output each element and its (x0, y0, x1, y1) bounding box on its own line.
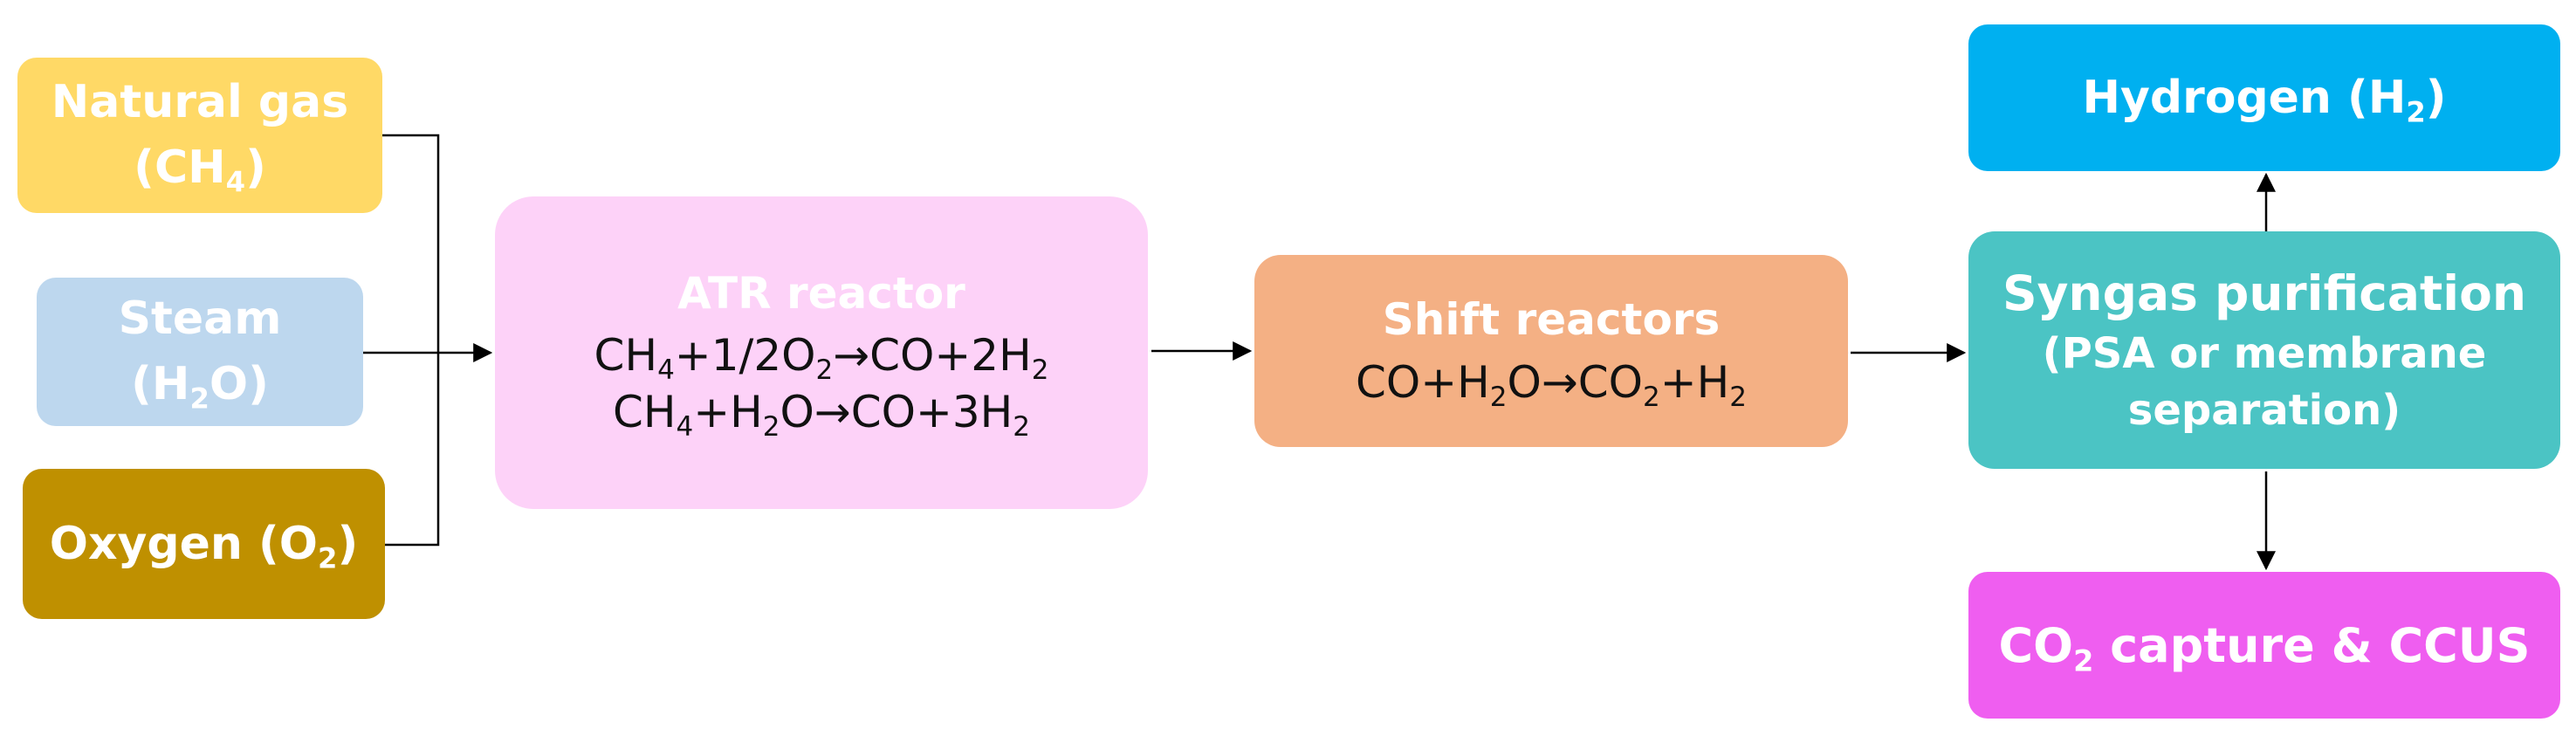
atr-equation-2: CH4+H2O→CO+3H2 (612, 386, 1031, 443)
atr-equation-1: CH4+1/2O2→CO+2H2 (594, 329, 1049, 386)
syngas-purification-method: (PSA or membrane (2042, 329, 2487, 379)
atr-reactor-box: ATR reactor CH4+1/2O2→CO+2H2 CH4+H2O→CO+… (495, 196, 1148, 509)
natural-gas-connector (382, 134, 440, 547)
shift-equation: CO+H2O→CO2+H2 (1356, 357, 1747, 413)
steam-label: Steam (118, 292, 282, 345)
oxygen-box: Oxygen (O2) (23, 469, 385, 619)
steam-formula: (H2O) (131, 358, 269, 416)
natural-gas-label: Natural gas (51, 75, 349, 128)
natural-gas-box: Natural gas (CH4) (17, 58, 382, 213)
shift-reactors-title: Shift reactors (1382, 293, 1721, 345)
steam-box: Steam (H2O) (37, 278, 363, 426)
syngas-purification-title: Syngas purification (2002, 265, 2527, 322)
natural-gas-formula: (CH4) (134, 141, 266, 199)
shift-reactors-box: Shift reactors CO+H2O→CO2+H2 (1254, 255, 1848, 447)
co2-capture-label: CO2 capture & CCUS (1998, 617, 2531, 678)
syngas-purification-method-2: separation) (2127, 386, 2401, 436)
syngas-purification-box: Syngas purification (PSA or membrane sep… (1968, 231, 2560, 469)
oxygen-label: Oxygen (O2) (49, 518, 359, 575)
atr-reactor-title: ATR reactor (677, 267, 965, 319)
hydrogen-box: Hydrogen (H2) (1968, 24, 2560, 171)
hydrogen-label: Hydrogen (H2) (2082, 72, 2447, 129)
co2-capture-box: CO2 capture & CCUS (1968, 572, 2560, 719)
